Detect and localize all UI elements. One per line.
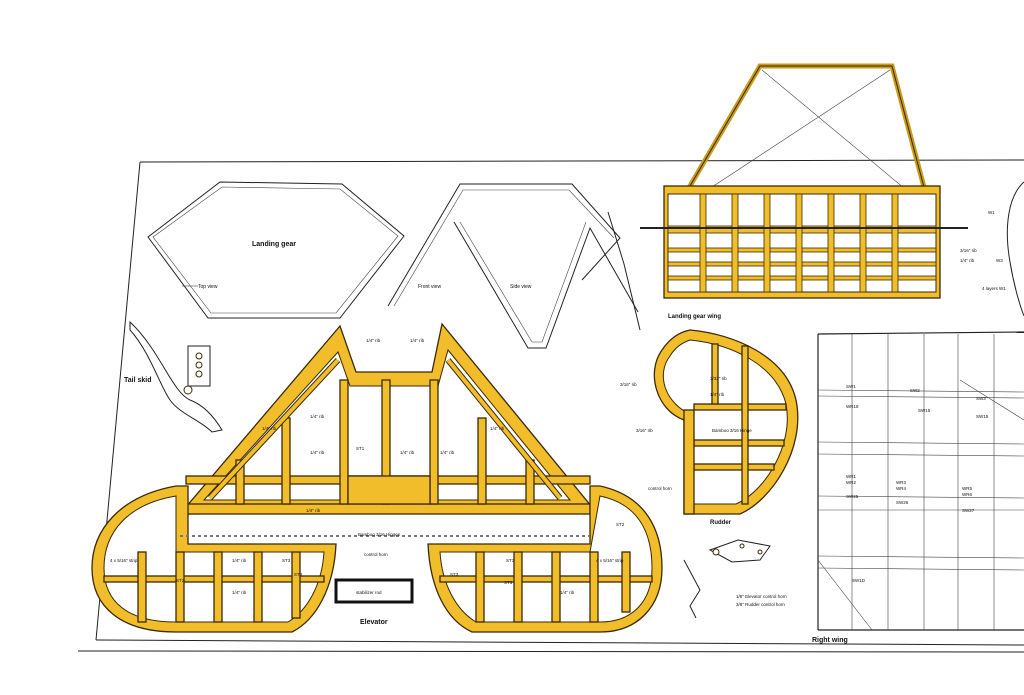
elevator-st3-label-right-b: ST3	[506, 558, 515, 563]
stab-rib-label-6: 1/4" rib	[490, 426, 505, 431]
elevator-st3-label-left-b: ST3	[294, 572, 303, 577]
elevator-rib-label-3: 1/4" rib	[560, 590, 575, 595]
elevator-strip-label-left: 4 x 5/16" strip	[110, 558, 138, 563]
landing-gear-side-view: Side view	[453, 211, 641, 349]
rudder-rib-label-1: 3/32" rib	[710, 376, 727, 381]
sheet-top-border	[139, 159, 1024, 163]
elevator-st3-label-right-c: ST3	[504, 580, 513, 585]
stab-top-rib-label-left: 1/4" rib	[366, 338, 381, 343]
elevator-strip-label-right: 4 x 5/16" strip	[596, 558, 624, 563]
right-wing: Right wing SW1 SW2 SW3 WR18 SW15 SW15 WR…	[812, 331, 1024, 644]
wing-label-wr18: SW1D	[852, 578, 866, 583]
rudder-rib-label-2: 1/4" rib	[710, 392, 725, 397]
stab-st1-label: ST1	[356, 446, 365, 451]
elevator-st3-label-right: ST3	[450, 572, 459, 577]
wing-label-wr2: WR2	[846, 480, 856, 485]
rudder-control-horn-text: 3/8" Rudder control horn	[736, 602, 785, 607]
stab-rib-label-2: 1/4" rib	[310, 450, 325, 455]
wing-label-wr1: WR1	[846, 474, 856, 479]
rudder: Rudder 3/32" rib 1/4" rib Bamboo 3/16 Hi…	[620, 329, 799, 526]
tail-skid-drawing: Tail skid	[124, 320, 223, 433]
elevator-hinge-label: Bamboo 3/16 Hinges	[358, 532, 401, 537]
elevator-rib-label-1: 1/4" rib	[232, 558, 247, 563]
wing-label-sw1: SW1	[846, 384, 856, 389]
wing-label-wr4: WR4	[896, 486, 906, 491]
wing-label-sw1d: WR18	[846, 404, 859, 409]
landing-gear-top-view: Landing gear Top view	[147, 181, 405, 319]
stab-rib-label-3: 1/4" rib	[400, 450, 415, 455]
elevator-rib-label-2: 1/4" rib	[232, 590, 247, 595]
w3-label: W3	[996, 258, 1003, 263]
rudder-left-rib-label: 3/16" rib	[620, 382, 637, 387]
sheet-bottom-border	[95, 639, 1024, 646]
rudder-hinge-label: Bamboo 3/16 Hinge	[712, 428, 752, 433]
side-view-label: Side view	[510, 284, 532, 290]
lgw-rib-label-2: 1/4" rib	[960, 258, 975, 263]
wing-label-wr3: WR3	[896, 480, 906, 485]
front-view-label: Front view	[418, 284, 441, 290]
w1-label: W1	[988, 210, 995, 215]
top-view-label: Top view	[198, 284, 218, 290]
stab-rib-label-7: 1/4" rib	[306, 508, 321, 513]
stab-rib-label-5: 1/4" rib	[262, 426, 277, 431]
stab-rib-label-1: 1/4" rib	[310, 414, 325, 419]
elevator-title: Elevator	[360, 619, 388, 626]
elevator-st3-label-left: ST3	[282, 558, 291, 563]
landing-gear-wing-title: Landing gear wing	[668, 314, 721, 320]
wing-label-sw15-b: SW15	[976, 414, 989, 419]
wing-label-sw26: SW26	[896, 500, 909, 505]
fuselage-edge-detail: W1 W3 4 layers W1	[982, 181, 1024, 317]
elevator-st2-right-label: ST2	[616, 522, 625, 527]
wing-label-sw27: SW27	[962, 508, 975, 513]
layers-label: 4 layers W1	[982, 286, 1006, 291]
wing-label-sw3: SW3	[976, 396, 986, 401]
wing-label-sw2: SW2	[910, 388, 920, 393]
wing-label-sw15: SW15	[918, 408, 931, 413]
tail-skid-title: Tail skid	[124, 377, 152, 384]
stabilizer-rod-label: stabilizer rod	[356, 590, 382, 595]
rudder-left-rib-label-b: 3/16" rib	[636, 428, 653, 433]
stab-top-rib-label-right: 1/4" rib	[410, 338, 425, 343]
wing-label-wr5: WR5	[962, 486, 972, 491]
elevator-control-horn-label: control horn	[364, 552, 388, 557]
wing-label-sw25: SW25	[846, 494, 859, 499]
sheet-shadow-line	[77, 650, 1024, 653]
elevator-st2-label: ST2	[176, 578, 185, 583]
landing-gear-front-view: Front view	[387, 183, 621, 307]
stab-rib-label-4: 1/4" rib	[440, 450, 455, 455]
right-wing-title: Right wing	[812, 637, 848, 644]
rudder-title: Rudder	[710, 520, 732, 526]
wing-label-wr6: WR6	[962, 492, 972, 497]
control-horns: 1/8" Elevator control horn 3/8" Rudder c…	[683, 539, 787, 619]
stabilizer: 1/4" rib 1/4" rib ST1 1/4" rib 1/4" rib …	[178, 322, 598, 515]
lgw-rib-label-1: 3/16" rib	[960, 248, 977, 253]
rudder-control-horn-label: control horn	[648, 486, 672, 491]
elevator: Elevator stabilizer rod Bamboo 3/16 Hing…	[91, 485, 663, 633]
landing-gear-wing: Landing gear wing 3/16" rib 1/4" rib	[640, 63, 977, 320]
elevator-control-horn-text: 1/8" Elevator control horn	[736, 594, 787, 599]
landing-gear-title: Landing gear	[252, 241, 296, 248]
